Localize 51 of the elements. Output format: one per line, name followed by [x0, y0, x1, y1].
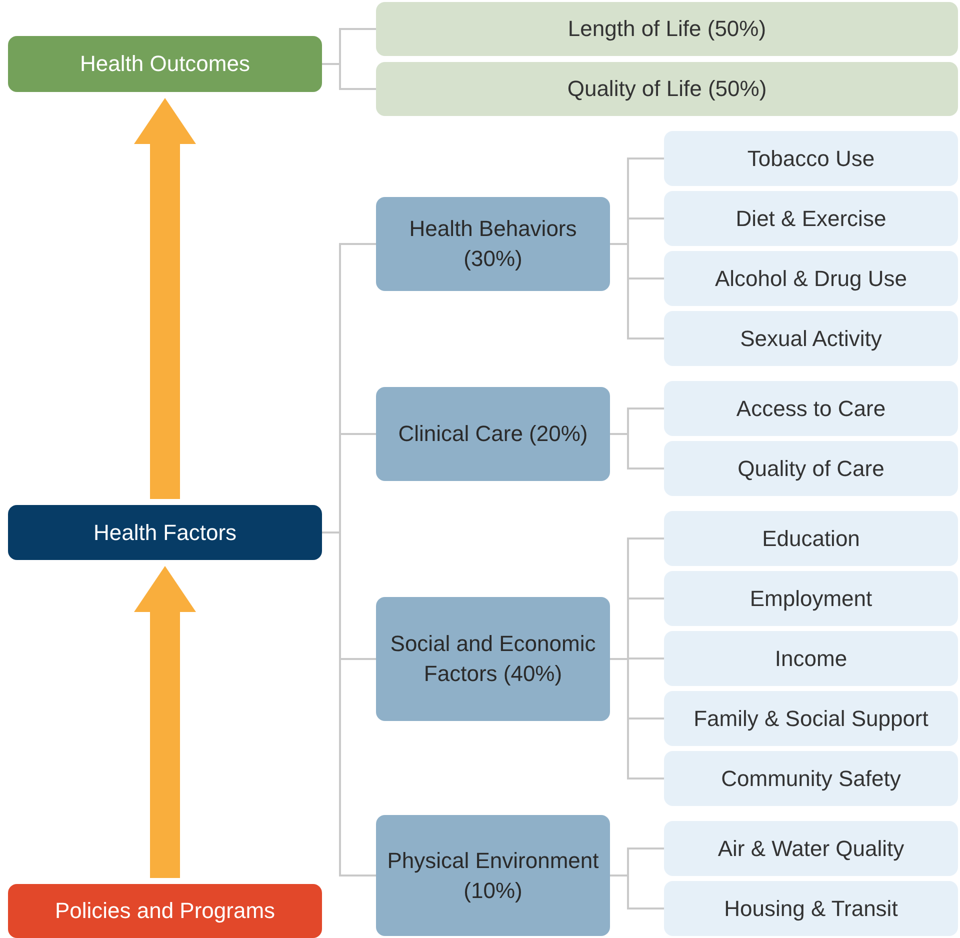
- factor-category-box: [376, 387, 610, 481]
- box-label: Physical Environment (10%): [386, 846, 600, 904]
- box-label: Air & Water Quality: [718, 834, 904, 863]
- measure-box: [664, 751, 958, 806]
- measure-box: [664, 511, 958, 566]
- box-label: Health Behaviors (30%): [408, 215, 578, 273]
- measure-box: [664, 131, 958, 186]
- box-label: Income: [774, 644, 848, 672]
- box-label: Clinical Care (20%): [398, 420, 588, 448]
- box-label: Employment: [750, 584, 872, 613]
- measure-box: [664, 571, 958, 626]
- measure-box: [664, 381, 958, 436]
- connector-line: [610, 874, 664, 910]
- box-label: Alcohol & Drug Use: [715, 264, 907, 293]
- box-label: Access to Care: [736, 394, 886, 422]
- outcome-measure-box: [376, 2, 958, 56]
- box-label: Family & Social Support: [694, 704, 928, 733]
- upward-arrow: [134, 566, 196, 878]
- box-label: Quality of Life (50%): [567, 75, 767, 103]
- box-label: Health Outcomes: [80, 50, 250, 78]
- box-label: Length of Life (50%): [568, 15, 766, 43]
- box-label: Health Factors: [93, 518, 237, 546]
- measure-box: [664, 631, 958, 686]
- measure-box: [664, 311, 958, 366]
- measure-box: [664, 251, 958, 306]
- upward-arrow: [134, 98, 196, 499]
- box-label: Sexual Activity: [740, 324, 882, 353]
- connector-line: [610, 433, 664, 470]
- outcome-measure-box: [376, 62, 958, 116]
- measure-box: [664, 691, 958, 746]
- measure-box: [664, 821, 958, 876]
- factor-category-box: [376, 815, 610, 936]
- box-label: Quality of Care: [738, 454, 884, 483]
- box-label: Education: [762, 524, 860, 552]
- box-label: Tobacco Use: [747, 144, 875, 172]
- measure-box: [664, 441, 958, 496]
- box-label: Housing & Transit: [724, 894, 898, 923]
- factor-category-box: [376, 597, 610, 721]
- factor-box: [8, 505, 322, 560]
- box-label: Social and Economic Factors (40%): [389, 630, 597, 688]
- policy-box: [8, 884, 322, 938]
- box-label: Policies and Programs: [54, 897, 276, 925]
- box-label: Community Safety: [721, 764, 901, 793]
- connector-line: [322, 63, 376, 90]
- connector-line: [610, 658, 664, 780]
- outcome-box: [8, 36, 322, 92]
- measure-box: [664, 881, 958, 936]
- connector-line: [322, 532, 376, 876]
- factor-category-box: [376, 197, 610, 291]
- measure-box: [664, 191, 958, 246]
- box-label: Diet & Exercise: [736, 204, 886, 232]
